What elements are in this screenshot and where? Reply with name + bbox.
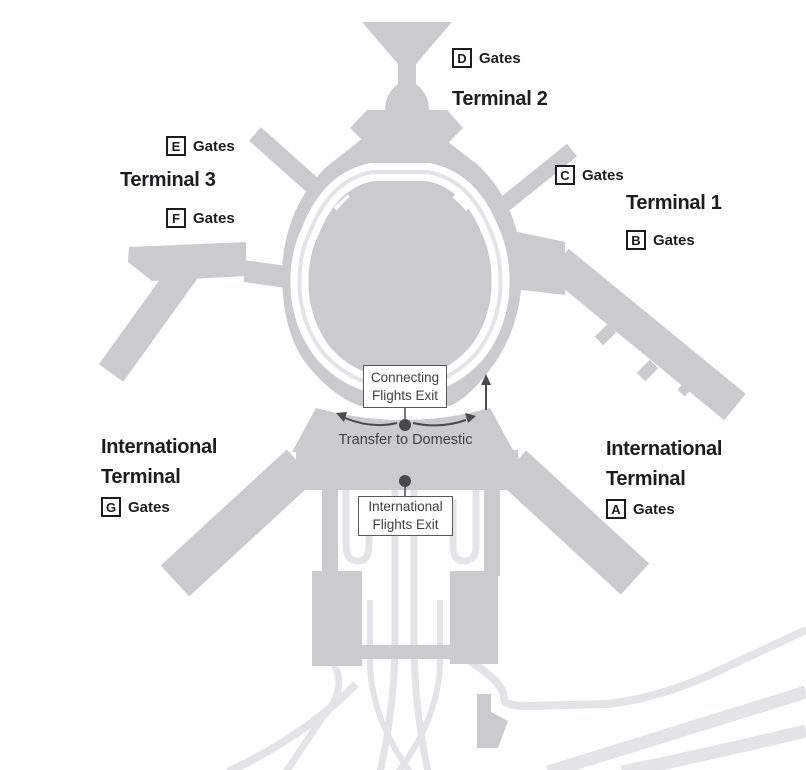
flow-annotations (336, 374, 491, 496)
gate-label-a: A Gates (606, 499, 675, 519)
flag-structure (477, 694, 508, 748)
gate-label-f: F Gates (166, 208, 235, 228)
hub-ring-road (290, 163, 510, 395)
gate-label-d: D Gates (452, 48, 521, 68)
pier-b (547, 248, 746, 421)
gate-word: Gates (653, 231, 695, 249)
gate-label-g: G Gates (101, 497, 170, 517)
international-terminal-west-label: International Terminal (101, 436, 218, 488)
gate-badge-b: B (626, 230, 646, 250)
gate-word: Gates (582, 166, 624, 184)
international-terminal-east-label: International Terminal (606, 438, 723, 490)
international-flights-exit-callout: International Flights Exit (358, 496, 453, 536)
pier-d (350, 22, 463, 147)
garage-left (312, 571, 362, 666)
terminal-buildings (98, 22, 746, 748)
connecting-flights-exit-callout: Connecting Flights Exit (363, 365, 447, 408)
gate-label-c: C Gates (555, 165, 624, 185)
gate-word: Gates (633, 500, 675, 518)
gate-badge-a: A (606, 499, 626, 519)
gate-word: Gates (193, 209, 235, 227)
transfer-to-domestic-label: Transfer to Domestic (338, 432, 473, 448)
wing-g (160, 449, 316, 597)
pier-f (98, 257, 201, 382)
gate-badge-c: C (555, 165, 575, 185)
hub-core (310, 185, 490, 374)
terminal-1-label: Terminal 1 (626, 192, 722, 214)
gate-label-b: B Gates (626, 230, 695, 250)
wing-a (497, 450, 650, 595)
exit-dot (399, 475, 411, 487)
gate-badge-e: E (166, 136, 186, 156)
transfer-dot (399, 419, 411, 431)
gate-badge-f: F (166, 208, 186, 228)
terminal-2-label: Terminal 2 (452, 88, 548, 110)
pier-t3 (128, 242, 246, 281)
gate-word: Gates (128, 498, 170, 516)
curve-arrow-right-icon (412, 419, 467, 427)
curve-arrow-left-icon (344, 417, 398, 427)
garage-right (450, 571, 498, 664)
gate-word: Gates (479, 49, 521, 67)
gate-badge-g: G (101, 497, 121, 517)
gate-word: Gates (193, 137, 235, 155)
gate-label-e: E Gates (166, 136, 235, 156)
terminal-3-label: Terminal 3 (120, 169, 216, 191)
gate-badge-d: D (452, 48, 472, 68)
pier-c (489, 143, 578, 219)
